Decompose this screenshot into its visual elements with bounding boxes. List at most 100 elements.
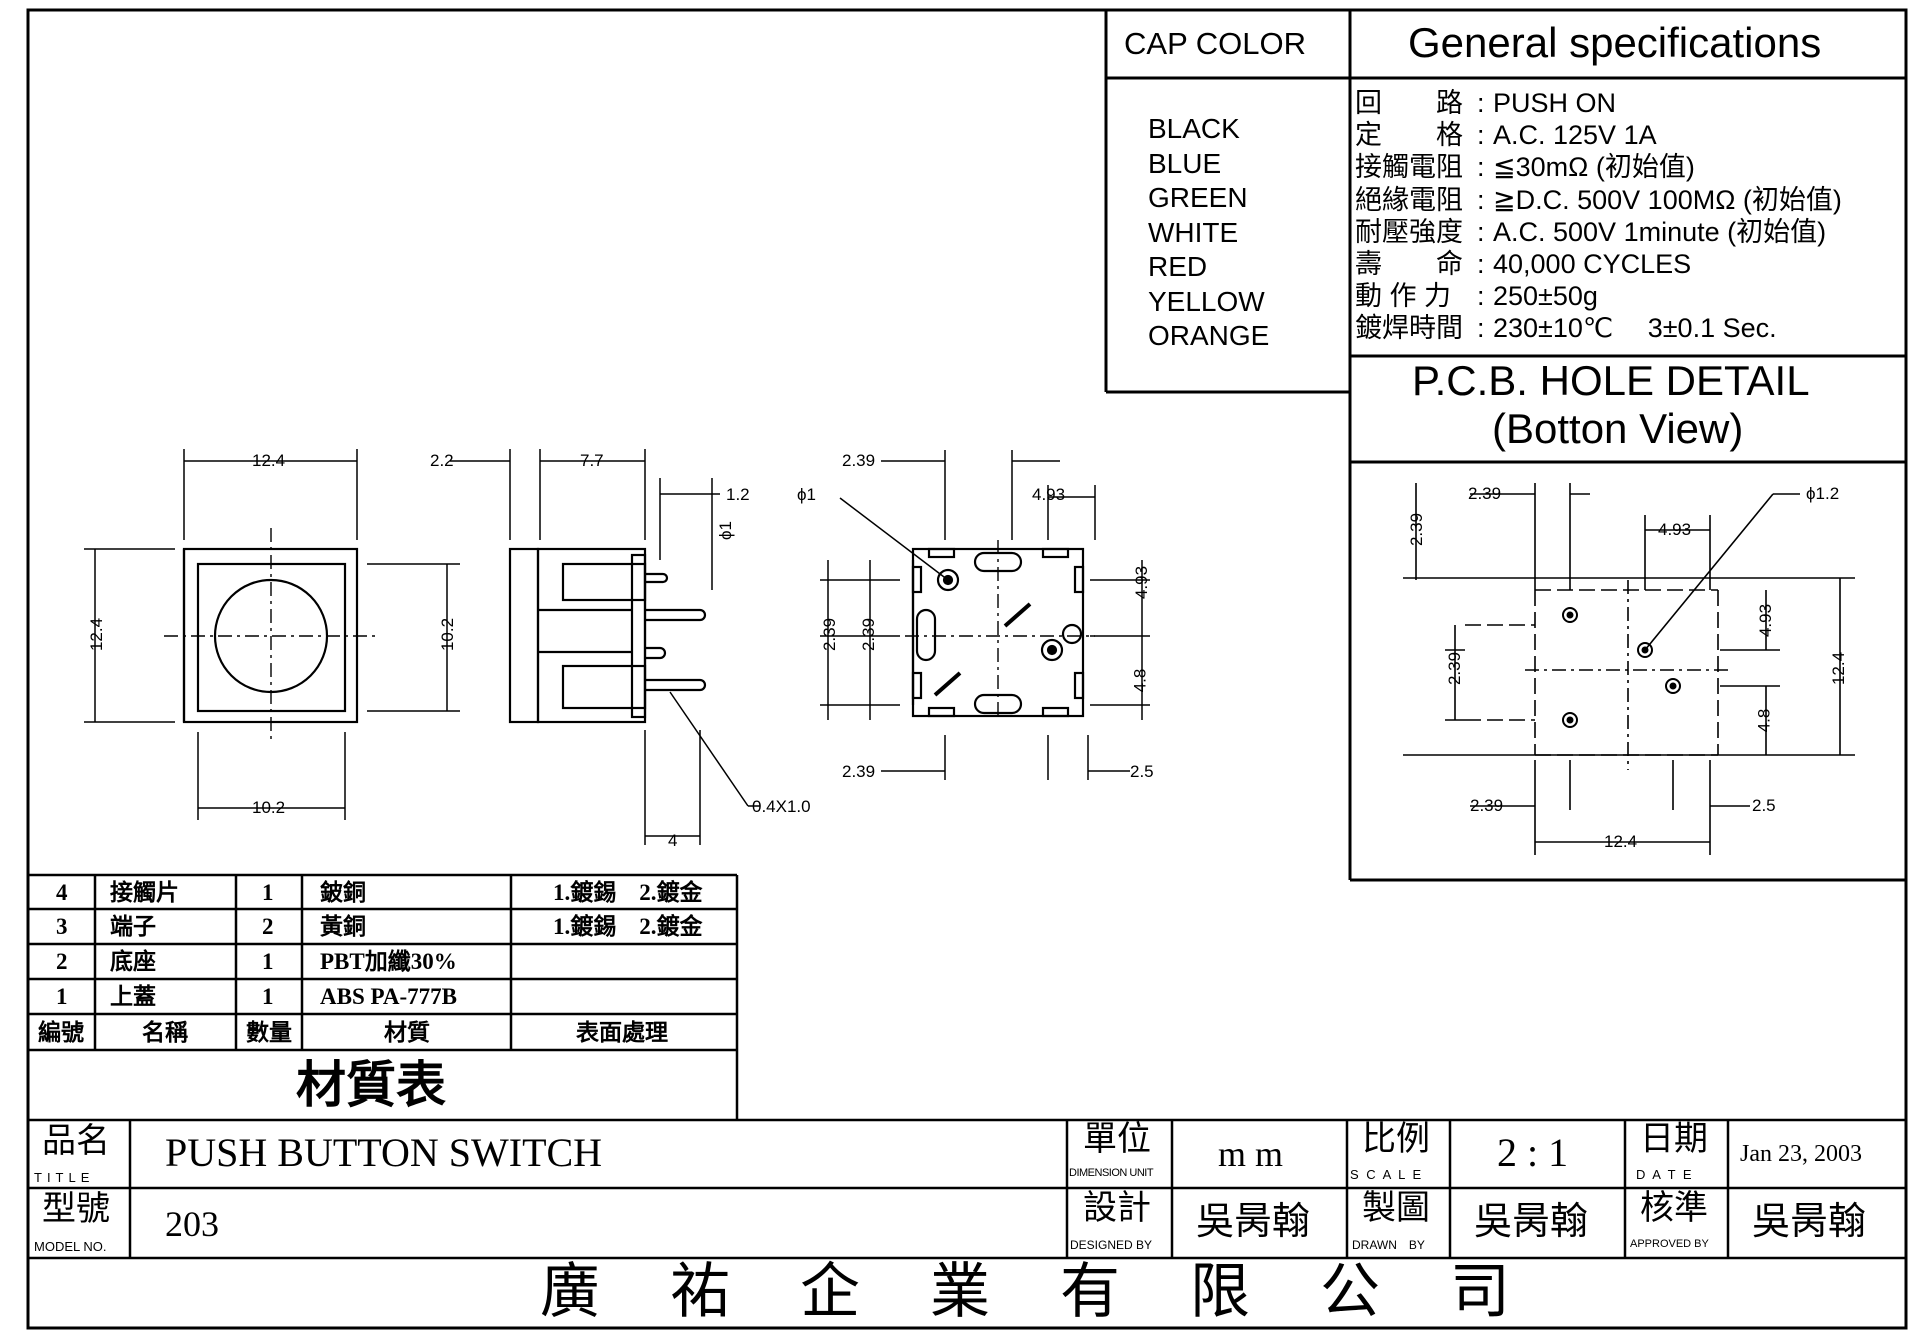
title-value: PUSH BUTTON SWITCH <box>165 1130 603 1175</box>
cap-color-box <box>1104 10 1906 880</box>
dim-label: 12.4 <box>1604 832 1638 851</box>
dim-label: 2.39 <box>842 762 876 781</box>
scale-label: 比例 <box>1362 1121 1430 1158</box>
mat-header-finish: 表面處理 <box>576 1020 668 1045</box>
specs-list: 回 路:PUSH ON 定 格:A.C. 125V 1A 接觸電阻:≦30mΩ … <box>1355 87 1842 345</box>
mat-no: 1 <box>56 984 68 1009</box>
dim-label: 2.5 <box>1752 796 1776 815</box>
dim-label: 1.2 <box>726 485 750 504</box>
dim-label: 10.2 <box>252 798 286 817</box>
spec-value: 250±50g <box>1493 281 1598 312</box>
spec-value: A.C. 125V 1A <box>1493 120 1657 151</box>
mat-name: 接觸片 <box>110 880 179 905</box>
spec-row: 耐壓強度:A.C. 500V 1minute (初始值) <box>1355 216 1827 247</box>
mat-header-name: 名稱 <box>142 1020 188 1045</box>
company-name: 廣祐企業有限公司 <box>540 1259 1580 1325</box>
dim-label: 2.5 <box>1130 762 1154 781</box>
spec-row: 壽 命:40,000 CYCLES <box>1355 249 1692 280</box>
spec-box <box>1350 354 1906 882</box>
mat-name: 底座 <box>110 949 156 974</box>
dim-label: 12.4 <box>252 451 286 470</box>
mat-header-no: 編號 <box>38 1020 84 1045</box>
dim-label: 4.93 <box>1658 520 1692 539</box>
spec-value: 40,000 CYCLES <box>1493 249 1692 280</box>
approved-value: 吳昺翰 <box>1752 1201 1867 1243</box>
spec-label: 動 作 力 <box>1355 281 1452 312</box>
design-value: 吳昺翰 <box>1196 1201 1311 1243</box>
dim-label: 4.93 <box>1132 565 1152 600</box>
dim-label: 4.8 <box>1754 708 1774 733</box>
cap-color-item: RED <box>1148 251 1208 282</box>
drawn-label: 製圖 <box>1362 1190 1430 1227</box>
mat-name: 端子 <box>110 914 156 939</box>
unit-label: 單位 <box>1083 1121 1151 1158</box>
approved-label-en: APPROVED BY <box>1630 1238 1709 1250</box>
pcb-title: P.C.B. HOLE DETAIL <box>1412 357 1810 404</box>
dim-label: 4.8 <box>1130 668 1150 693</box>
unit-value: m m <box>1218 1134 1284 1174</box>
dim-label: 4 <box>668 831 678 850</box>
cap-color-item: BLACK <box>1148 113 1240 144</box>
dim-label: ϕ1 <box>797 485 816 504</box>
title-label: 品名 <box>42 1123 110 1160</box>
dim-label: 2.39 <box>820 617 840 652</box>
design-label: 設計 <box>1083 1190 1151 1227</box>
unit-label-en: DIMENSION UNIT <box>1069 1167 1154 1179</box>
specs-title: General specifications <box>1408 19 1822 66</box>
spec-label: 絕緣電阻 <box>1355 184 1463 215</box>
pcb-subtitle: (Botton View) <box>1492 405 1744 452</box>
cap-color-item: BLUE <box>1148 147 1222 179</box>
title-label-en: TITLE <box>34 1170 95 1185</box>
spec-label: 接觸電阻 <box>1355 152 1463 183</box>
date-label-en: D A T E <box>1636 1167 1694 1182</box>
spec-row: 鍍焊時間:230±10℃ 3±0.1 Sec. <box>1355 313 1777 344</box>
dim-label: 4.93 <box>1032 485 1066 504</box>
cap-color-item: ORANGE <box>1148 320 1270 351</box>
mat-qty: 1 <box>262 880 274 905</box>
approved-label: 核準 <box>1640 1190 1708 1227</box>
cap-color-title: CAP COLOR <box>1124 26 1307 61</box>
spec-label: 定 格 <box>1355 120 1463 151</box>
dim-label: 2.2 <box>430 451 454 470</box>
spec-row: 絕緣電阻:≧D.C. 500V 100MΩ (初始值) <box>1355 184 1842 215</box>
cap-color-list: BLACK BLUE GREEN WHITE RED YELLOW ORANGE <box>1148 112 1269 354</box>
model-value: 203 <box>165 1204 219 1244</box>
mat-no: 3 <box>56 914 68 939</box>
mat-no: 4 <box>56 880 68 905</box>
mat-qty: 1 <box>262 949 274 974</box>
mat-header-qty: 數量 <box>246 1020 292 1045</box>
dim-label: 7.7 <box>580 451 604 470</box>
dim-label: 12.4 <box>1829 651 1849 686</box>
cap-color-item: YELLOW <box>1148 285 1265 317</box>
spec-label: 耐壓強度 <box>1355 216 1463 247</box>
dim-label: 2.39 <box>859 617 879 652</box>
bottom-view <box>820 450 1150 780</box>
mat-qty: 2 <box>262 914 274 939</box>
spec-value: A.C. 500V 1minute (初始值) <box>1493 216 1827 247</box>
spec-row: 定 格:A.C. 125V 1A <box>1355 120 1657 151</box>
side-view <box>450 449 760 845</box>
spec-value: ≦30mΩ (初始值) <box>1493 152 1695 183</box>
dim-label: 2.39 <box>842 451 876 470</box>
mat-material: 鈹銅 <box>320 880 366 905</box>
dim-label: 4.93 <box>1756 603 1776 638</box>
dim-label: ϕ1 <box>715 521 735 540</box>
spec-value: 230±10℃ 3±0.1 Sec. <box>1493 313 1777 344</box>
model-label: 型號 <box>42 1191 110 1228</box>
materials-caption: 材質表 <box>296 1057 446 1113</box>
front-view <box>84 449 460 820</box>
spec-label: 鍍焊時間 <box>1355 313 1463 344</box>
mat-no: 2 <box>56 949 68 974</box>
mat-header-material: 材質 <box>384 1020 430 1045</box>
dim-label: 10.2 <box>438 617 458 652</box>
dim-label: 2.39 <box>1407 512 1427 547</box>
spec-label: 回 路 <box>1355 88 1463 118</box>
spec-row: 回 路:PUSH ON <box>1355 88 1617 118</box>
spec-row: 接觸電阻:≦30mΩ (初始值) <box>1355 152 1695 183</box>
scale-label-en: S C A L E <box>1350 1167 1424 1182</box>
model-label-en: MODEL NO. <box>34 1239 107 1254</box>
title-block-grid <box>28 1118 1906 1260</box>
mat-material: PBT加纖30% <box>320 949 457 974</box>
mat-qty: 1 <box>262 984 274 1009</box>
